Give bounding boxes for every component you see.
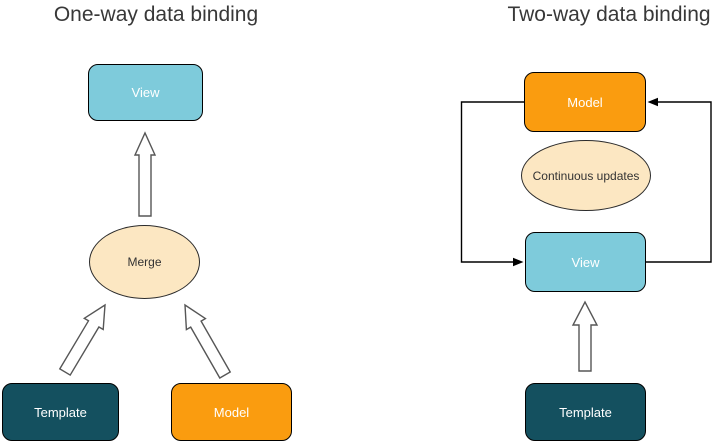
block-arrow-template-to-merge-icon <box>58 303 106 377</box>
two-way-view-node: View <box>525 232 646 292</box>
two-way-diagram-title: Two-way data binding <box>507 3 711 26</box>
one-way-view-node: View <box>88 64 203 121</box>
two-way-model-label: Model <box>567 94 603 110</box>
one-way-model-node: Model <box>171 383 292 441</box>
two-way-template-label: Template <box>559 404 612 420</box>
one-way-view-label: View <box>131 85 160 100</box>
connector-view-to-model <box>646 101 712 263</box>
two-way-view-label: View <box>571 254 600 270</box>
connector-view-to-model-arrowhead-icon <box>647 97 658 107</box>
two-way-model-node: Model <box>524 72 646 132</box>
one-way-model-label: Model <box>213 404 250 420</box>
block-arrow-template-to-view-icon <box>571 300 599 372</box>
one-way-template-label: Template <box>34 404 87 420</box>
two-way-continuous-updates-node: Continuous updates <box>521 140 651 211</box>
one-way-template-node: Template <box>2 383 119 441</box>
connector-model-to-view <box>460 101 524 263</box>
block-arrow-merge-to-view-icon <box>133 131 157 217</box>
one-way-diagram-title: One-way data binding <box>53 3 259 26</box>
one-way-merge-node: Merge <box>89 225 200 299</box>
one-way-merge-label: Merge <box>127 255 162 269</box>
block-arrow-model-to-merge-icon <box>184 303 232 379</box>
two-way-continuous-updates-label: Continuous updates <box>532 168 640 183</box>
two-way-template-node: Template <box>525 383 646 441</box>
connector-model-to-view-arrowhead-icon <box>513 257 524 267</box>
